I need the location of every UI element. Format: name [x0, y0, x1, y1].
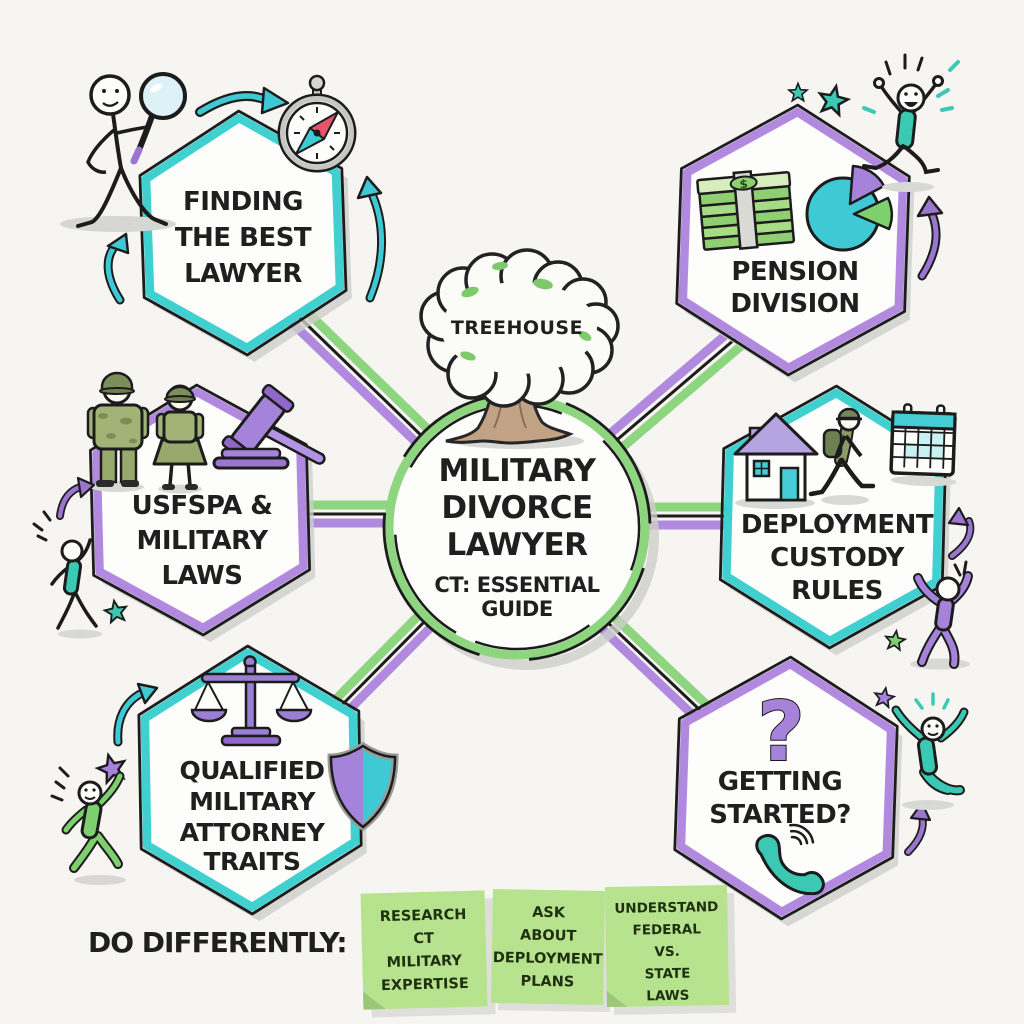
getting-line2: STARTED? [709, 800, 851, 830]
note3-line5: LAWS [646, 988, 689, 1005]
person-celebrating-right-purple [910, 560, 973, 670]
curved-arrow-usfspa-icon [56, 476, 96, 520]
note3-line4: STATE [644, 966, 690, 983]
qualified-line3: ATTORNEY [180, 818, 326, 847]
connector-bottom-right [594, 609, 713, 723]
deployment-line1: DEPLOYMENT [741, 510, 934, 540]
note1-line2: CT [413, 931, 434, 948]
note2-line2: ABOUT [520, 928, 577, 945]
star-icon-getting [873, 685, 897, 710]
note3-line3: VS. [654, 944, 680, 960]
arrow-to-compass-icon [195, 86, 290, 117]
curved-arrow-deployment-icon [947, 506, 975, 560]
magnifying-glass-icon [130, 72, 187, 165]
soldier-female-icon [152, 384, 208, 494]
note3-line1: UNDERSTAND [614, 899, 718, 917]
signal-waves-icon [789, 823, 815, 846]
pie-chart-icon [805, 164, 894, 252]
sticky-note-3: UNDERSTAND FEDERAL VS. STATE LAWS [604, 884, 737, 1015]
usfspa-line3: LAWS [162, 561, 243, 591]
qualified-line4: TRAITS [203, 847, 300, 876]
center-node-label: MILITARY DIVORCE LAWYER CT: ESSENTIAL GU… [434, 453, 600, 621]
curved-arrow-getting-icon [904, 801, 932, 856]
node-label-deployment: DEPLOYMENT CUSTODY RULES [741, 510, 934, 606]
finding-line2: THE BEST [175, 223, 312, 253]
node-label-finding: FINDING THE BEST LAWYER [175, 187, 313, 289]
person-celebrating-top-right [862, 53, 960, 192]
note3-line2: FEDERAL [632, 921, 701, 938]
question-mark-icon: ? [757, 685, 805, 780]
calendar-icon [889, 403, 957, 487]
shield-icon [327, 741, 399, 832]
tree-leaves [460, 261, 592, 361]
person-searching-figure [60, 72, 187, 232]
center-title-line1: MILITARY [438, 453, 596, 489]
star-icon-teal-small [786, 81, 810, 103]
pension-line1: PENSION [731, 257, 858, 287]
person-celebrating-bottom-left-green [50, 766, 126, 885]
center-title-line2: DIVORCE [441, 490, 592, 526]
qualified-line2: MILITARY [189, 787, 316, 816]
deployment-line3: RULES [791, 576, 883, 606]
tree-illustration: TREEHOUSE [419, 248, 620, 449]
dollar-symbol: $ [739, 177, 749, 192]
usfspa-line2: MILITARY [136, 526, 269, 556]
node-label-usfspa: USFSPA & MILITARY LAWS [132, 491, 273, 591]
node-label-getting-started: GETTING STARTED? [709, 767, 851, 830]
tree-canopy [419, 248, 620, 408]
sticky-note-2: ASK ABOUT DEPLOYMENT PLANS [491, 889, 612, 1013]
gavel-icon [212, 383, 326, 470]
node-label-qualified: QUALIFIED MILITARY ATTORNEY TRAITS [179, 756, 326, 876]
curved-arrow-pension-icon [916, 195, 944, 281]
soldier-male-icon [86, 371, 150, 492]
curved-arrow-finding-left-icon [103, 232, 130, 305]
getting-line1: GETTING [718, 767, 842, 797]
person-celebrating-bottom-right-teal [891, 692, 969, 810]
money-stack-icon: $ [696, 170, 796, 251]
connector-top-right [600, 327, 746, 457]
note1-line4: EXPERTISE [381, 976, 469, 994]
person-celebrating-left [32, 510, 102, 639]
sticky-note-1: RESEARCH CT MILITARY EXPERTISE [360, 890, 496, 1018]
phone-icon [755, 823, 825, 896]
pension-line2: DIVISION [730, 289, 859, 319]
qualified-line1: QUALIFIED [179, 756, 324, 785]
deployment-line2: CUSTODY [770, 543, 905, 573]
center-title-line3: LAWYER [446, 527, 588, 563]
note1-line1: RESEARCH [380, 907, 467, 925]
connector-top-left [285, 302, 441, 455]
connector-bottom-left [327, 605, 441, 720]
star-icon-teal-large [817, 83, 852, 118]
star-icon-usfspa [102, 598, 129, 625]
note2-line4: PLANS [520, 974, 574, 991]
compass-icon [277, 74, 357, 173]
star-icon-deployment [883, 628, 908, 653]
node-label-pension: PENSION DIVISION [730, 257, 860, 319]
finding-line3: LAWYER [184, 259, 302, 289]
center-subtitle-line2: GUIDE [481, 597, 552, 621]
footer-label: DO DIFFERENTLY: [88, 926, 347, 959]
hexagon-finding-best-lawyer [138, 109, 352, 362]
finding-line1: FINDING [183, 187, 303, 217]
hexagon-getting-started [673, 655, 903, 927]
curved-arrow-qualified-icon [113, 682, 159, 747]
curved-arrow-finding-right-icon [356, 175, 387, 303]
walking-soldier-icon [808, 407, 876, 505]
usfspa-line1: USFSPA & [132, 491, 273, 521]
scales-of-justice-icon [190, 655, 313, 747]
center-subtitle-line1: CT: ESSENTIAL [434, 573, 599, 597]
tree-label: TREEHOUSE [451, 317, 583, 339]
note2-line3: DEPLOYMENT [493, 950, 603, 968]
note1-line3: MILITARY [386, 953, 462, 971]
house-icon [733, 412, 819, 509]
note2-line1: ASK [532, 905, 566, 922]
